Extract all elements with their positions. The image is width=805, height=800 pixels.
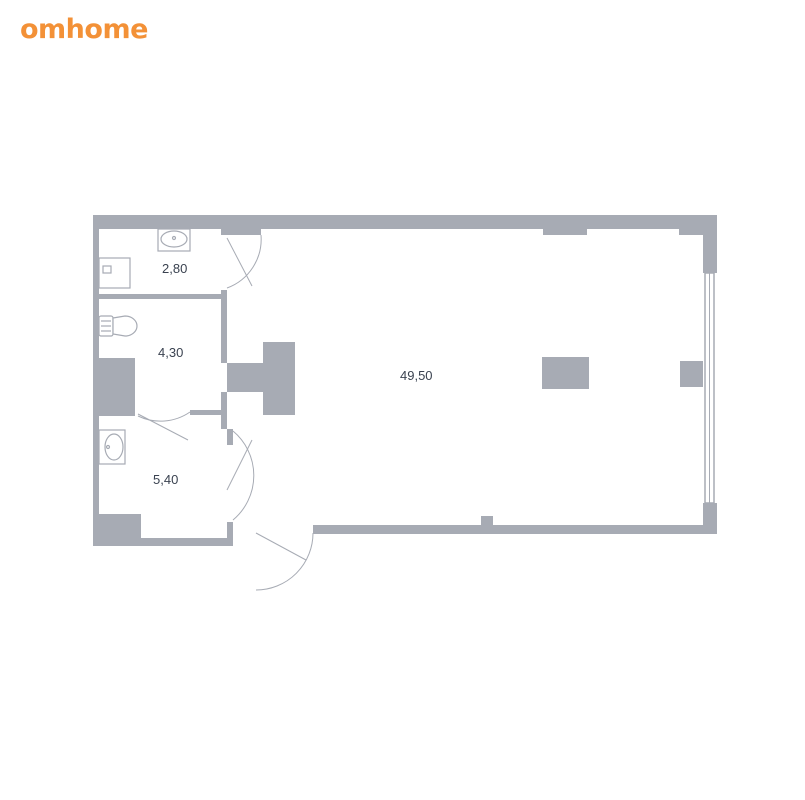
wall-bottom-right [313,525,717,534]
wall-bath-bottom [99,294,227,299]
wall-top [93,215,717,229]
wall-top-bump-2 [543,229,587,235]
room-area-bathroom: 2,80 [162,261,187,276]
wall-bottom-block [93,514,141,546]
column-central [263,342,295,415]
wall-left-column [93,358,135,416]
brand-logo[interactable]: omhome [20,14,148,45]
wall-top-bump-3 [679,229,703,235]
area-labels: 2,80 4,30 5,40 49,50 [153,261,433,487]
shower-icon [98,257,131,289]
walls [93,215,717,546]
room-area-hallway: 5,40 [153,472,178,487]
room-area-toilet: 4,30 [158,345,183,360]
doors [137,234,314,591]
toilet-icon [98,315,138,337]
wall-bottom-stub [481,516,493,526]
door-entrance-leaf[interactable] [255,532,307,561]
column-right [680,361,703,387]
wall-right-top [703,215,717,273]
door-bath-leaf[interactable] [226,237,253,287]
door-hall-leaf[interactable] [226,439,253,491]
column-middle [542,357,589,389]
wall-right-bottom [703,503,717,534]
wall-hall-right-upper [227,429,233,445]
wall-top-bump-1 [221,229,261,235]
door-entrance-swing [255,532,314,591]
door-toilet-swing [137,411,191,422]
wall-hall-right [227,522,233,546]
sink-icon [98,429,126,465]
door-toilet-leaf[interactable] [137,413,189,441]
door-hall-swing [232,430,255,521]
wall-bottom-left [93,538,231,546]
sink-icon [157,228,191,252]
wall-central-left [227,363,263,392]
fixtures [98,228,191,465]
wall-partition-1 [221,290,227,363]
wall-toilet-bottom [190,410,227,415]
room-area-studio: 49,50 [400,368,433,383]
door-bath-swing [226,234,262,289]
